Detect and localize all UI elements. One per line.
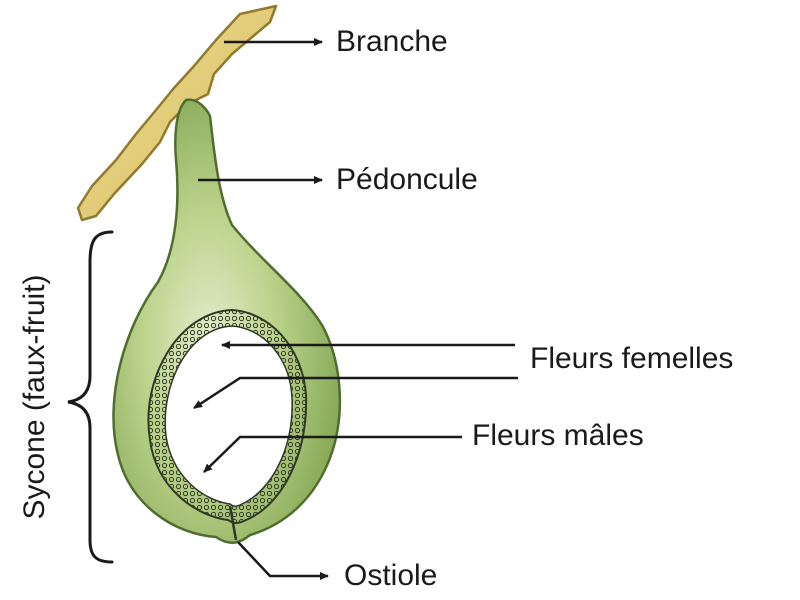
label-male-flowers: Fleurs mâles: [472, 419, 644, 452]
ostiole-opening: [228, 505, 238, 541]
label-branch: Branche: [336, 25, 448, 58]
ostiole-leader-line: [237, 541, 329, 580]
label-peduncle: Pédoncule: [336, 163, 478, 196]
syconium-cavity: [164, 325, 293, 507]
syconium-bracket: [67, 230, 114, 564]
female-leader-line-2: [193, 376, 518, 410]
label-syconium: Sycone (faux-fruit): [18, 274, 51, 520]
label-ostiole: Ostiole: [344, 559, 438, 592]
branch-shape: [76, 4, 278, 222]
label-female-flowers: Fleurs femelles: [530, 342, 734, 375]
male-leader-line: [203, 435, 462, 473]
